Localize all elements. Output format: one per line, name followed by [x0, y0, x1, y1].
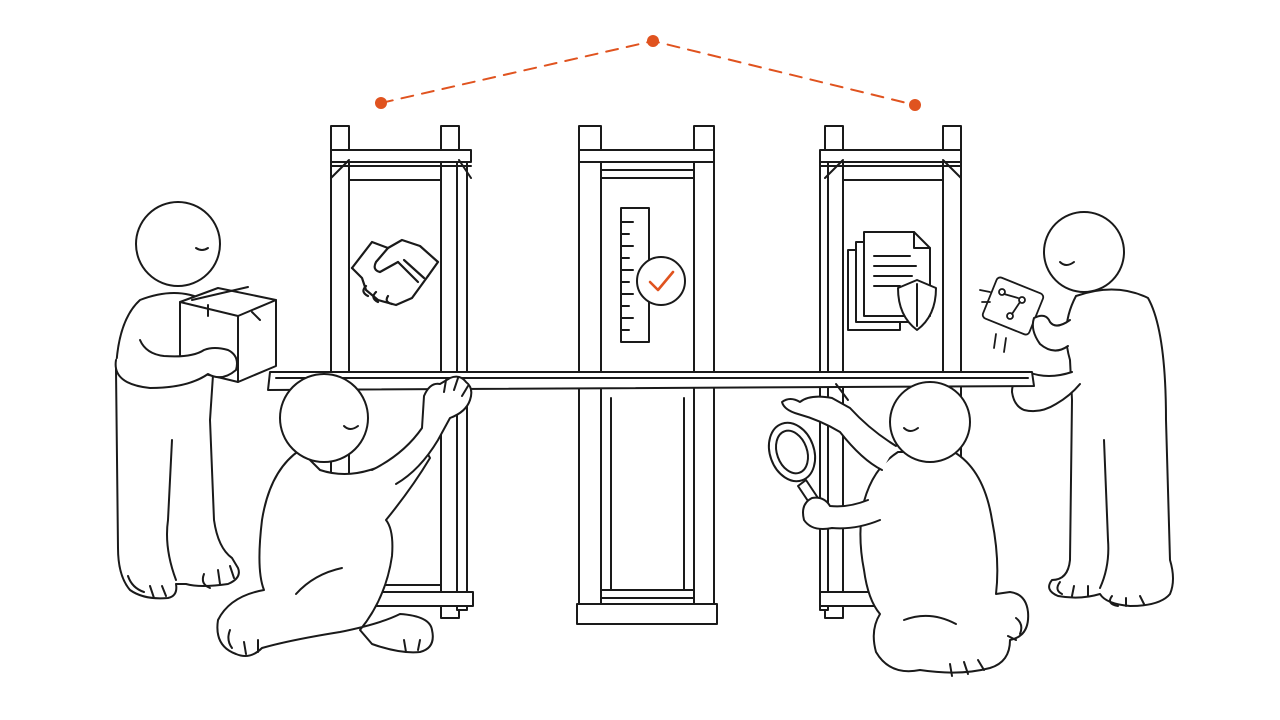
- figure-kneeling-inspecting: [767, 381, 1030, 677]
- dashed-connection-line: [380, 40, 916, 106]
- magnifying-glass-icon: [767, 421, 823, 511]
- connection-node-top: [647, 35, 659, 47]
- handshake-icon: [350, 238, 440, 307]
- ruler-check-icon: [620, 207, 686, 343]
- closed-eye: [195, 247, 209, 251]
- closed-eye: [343, 425, 359, 430]
- head: [889, 381, 971, 463]
- connection-node-left: [375, 97, 387, 109]
- checkmark-circle-icon: [636, 256, 686, 306]
- figure-carrying-box: [114, 201, 277, 600]
- head: [1043, 211, 1125, 293]
- head: [135, 201, 221, 287]
- figure-holding-chip: [979, 211, 1174, 607]
- circuit-chip-icon: [979, 276, 1045, 353]
- connection-network: [375, 35, 921, 111]
- checkmark-icon: [648, 270, 675, 292]
- figure-kneeling-lifting: [216, 373, 473, 657]
- connection-node-right: [909, 99, 921, 111]
- document-shield-icon: [847, 231, 937, 331]
- closed-eye: [903, 427, 919, 432]
- closed-eye: [1059, 261, 1075, 266]
- head: [279, 373, 369, 463]
